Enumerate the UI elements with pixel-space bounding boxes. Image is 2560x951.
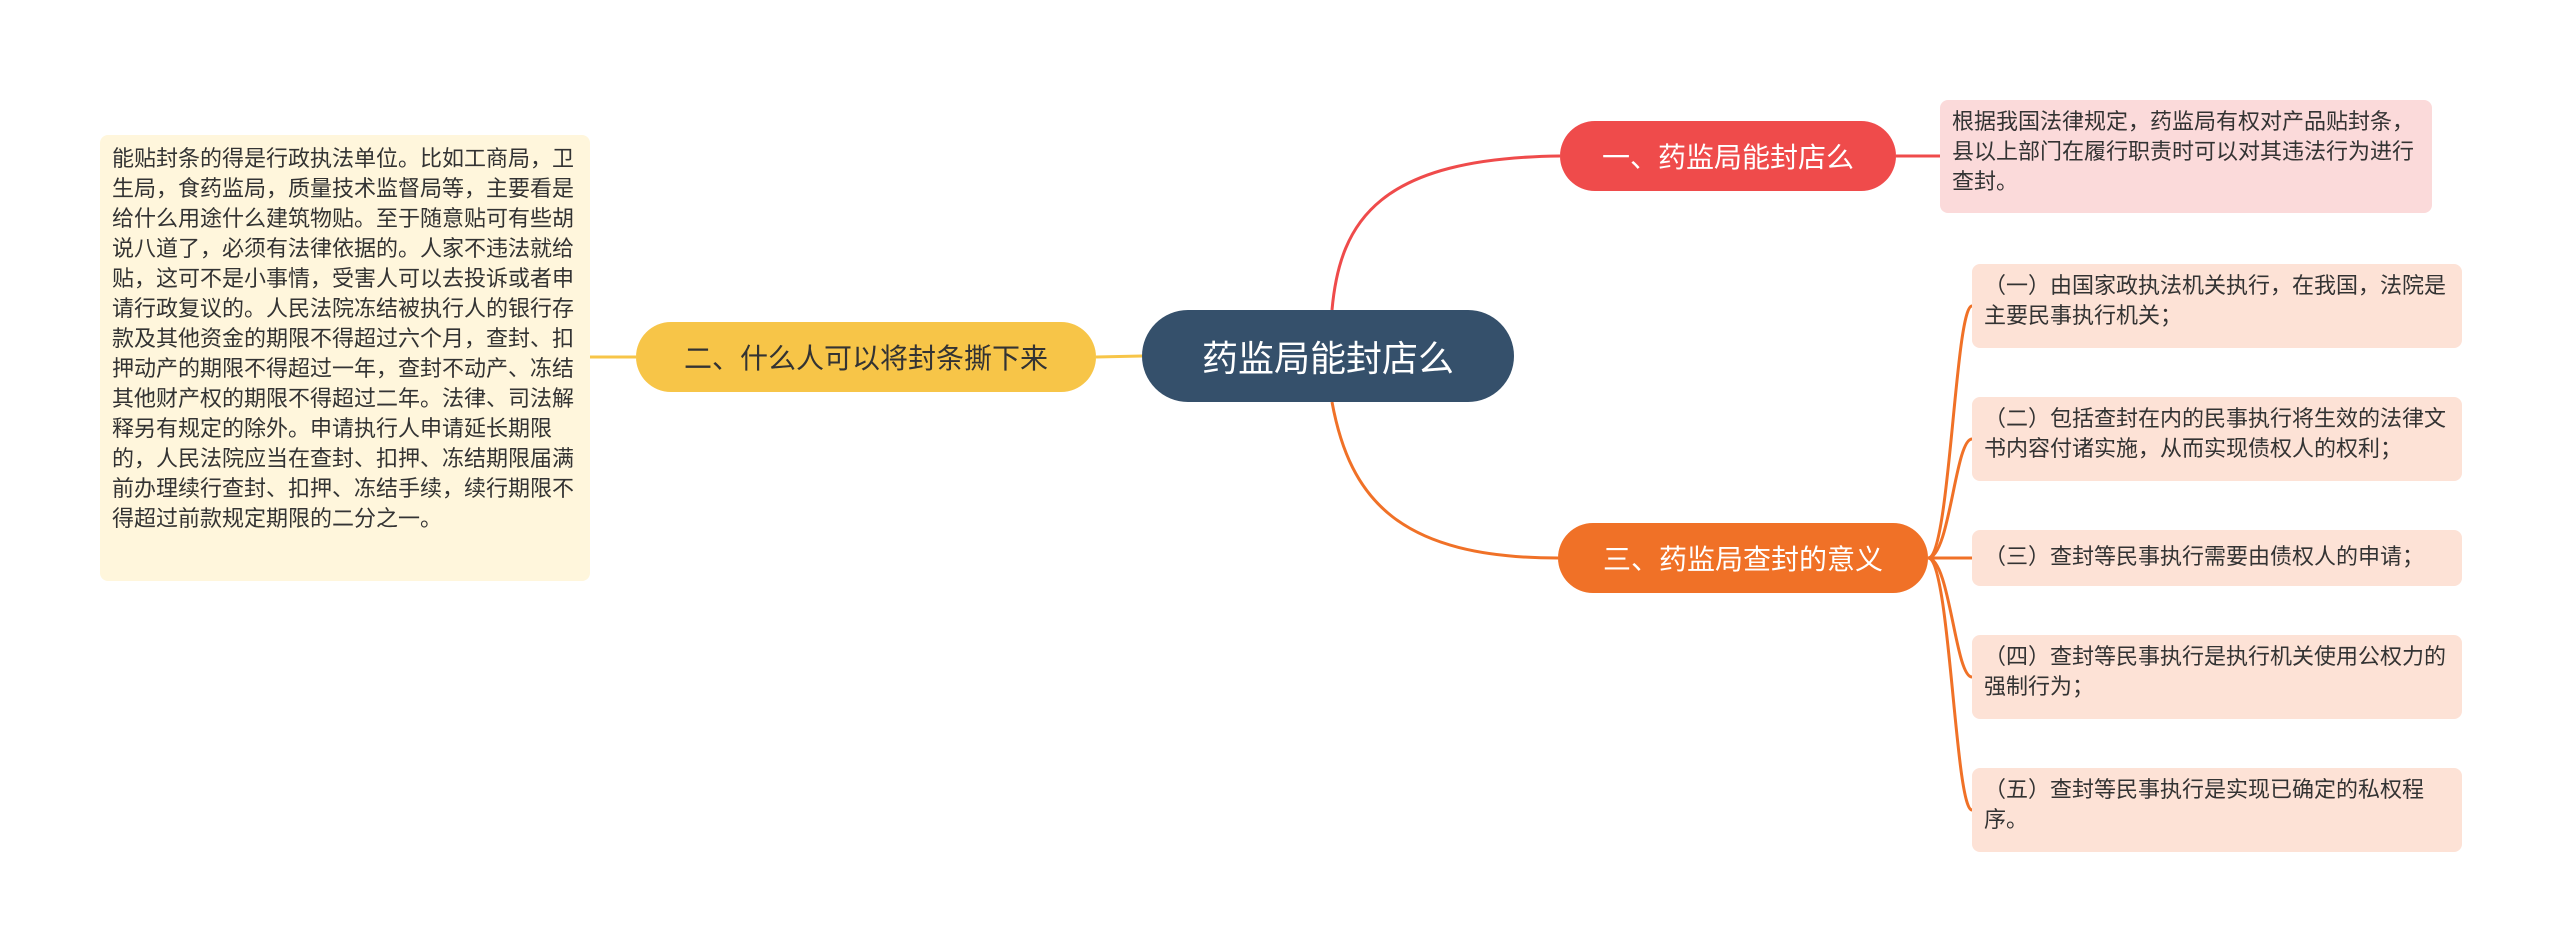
branch-3-leaf-2-text: （二）包括查封在内的民事执行将生效的法律文书内容付诸实施，从而实现债权人的权利； <box>1984 407 2447 462</box>
branch-3-leaf-5: （五）查封等民事执行是实现已确定的私权程序。 <box>1972 768 2462 852</box>
link-root-b2 <box>1095 354 1143 359</box>
link-b3-leaf-4 <box>1927 556 1973 679</box>
branch-3-leaf-3-text: （三）查封等民事执行需要由债权人的申请； <box>1984 545 2425 570</box>
branch-2-node[interactable]: 二、什么人可以将封条撕下来 <box>636 322 1096 392</box>
branch-1-leaf: 根据我国法律规定，药监局有权对产品贴封条，县以上部门在履行职责时可以对其违法行为… <box>1940 100 2432 213</box>
link-b3-leaf-2 <box>1927 437 1973 560</box>
branch-2-leaf: 能贴封条的得是行政执法单位。比如工商局，卫生局，食药监局，质量技术监督局等，主要… <box>100 135 590 581</box>
branch-3-leaf-1: （一）由国家政执法机关执行，在我国，法院是主要民事执行机关； <box>1972 264 2462 348</box>
branch-3-label: 三、药监局查封的意义 <box>1602 543 1883 576</box>
branch-3-leaf-1-text: （一）由国家政执法机关执行，在我国，法院是主要民事执行机关； <box>1984 274 2447 329</box>
branch-1-node[interactable]: 一、药监局能封店么 <box>1560 121 1896 191</box>
link-b3-leaf-1 <box>1927 304 1974 560</box>
branch-2-label: 二、什么人可以将封条撕下来 <box>683 342 1048 375</box>
branch-3-leaf-4-text: （四）查封等民事执行是执行机关使用公权力的强制行为； <box>1984 645 2447 700</box>
link-b3-leaf-5 <box>1927 556 1974 812</box>
branch-3-leaf-4: （四）查封等民事执行是执行机关使用公权力的强制行为； <box>1972 635 2462 719</box>
branch-1-leaf-text: 根据我国法律规定，药监局有权对产品贴封条，县以上部门在履行职责时可以对其违法行为… <box>1952 110 2415 195</box>
branch-1-label: 一、药监局能封店么 <box>1601 141 1854 174</box>
branch-3-leaf-2: （二）包括查封在内的民事执行将生效的法律文书内容付诸实施，从而实现债权人的权利； <box>1972 397 2462 481</box>
branch-2-leaf-text: 能贴封条的得是行政执法单位。比如工商局，卫生局，食药监局，质量技术监督局等，主要… <box>112 147 575 532</box>
branch-3-leaf-5-text: （五）查封等民事执行是实现已确定的私权程序。 <box>1984 778 2425 833</box>
branch-3-node[interactable]: 三、药监局查封的意义 <box>1558 523 1928 593</box>
root-node[interactable]: 药监局能封店么 <box>1142 310 1514 402</box>
root-label: 药监局能封店么 <box>1201 339 1454 380</box>
link-root-b3 <box>1330 401 1559 560</box>
branch-3-leaf-3: （三）查封等民事执行需要由债权人的申请； <box>1972 530 2462 586</box>
link-root-b1 <box>1330 154 1561 311</box>
